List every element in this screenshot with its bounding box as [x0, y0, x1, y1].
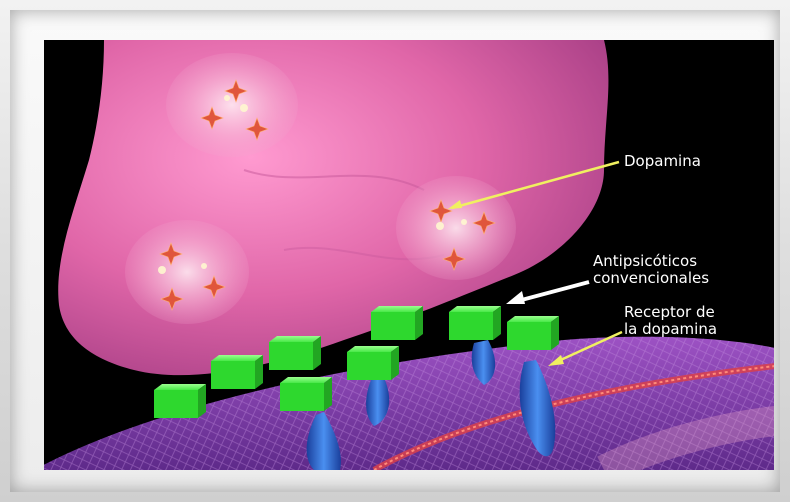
dopamine-label-text: Dopamina	[624, 153, 701, 170]
antipsychotic-block	[154, 384, 206, 418]
vesicle-left	[125, 220, 249, 324]
antipsychotic-arrow	[506, 282, 589, 304]
antipsychotics-label-line1: Antipsicóticos	[593, 253, 709, 270]
vesicle-top	[166, 53, 298, 157]
synapse-illustration: Dopamina Antipsicóticos convencionales R…	[44, 40, 774, 470]
antipsychotic-block	[507, 316, 559, 350]
antipsychotics-label-line2: convencionales	[593, 270, 709, 287]
antipsychotic-block	[280, 377, 332, 411]
receptor-label-line2: la dopamina	[624, 321, 717, 338]
antipsychotic-block	[269, 336, 321, 370]
receptor-label-line1: Receptor de	[624, 304, 717, 321]
antipsychotic-block	[449, 306, 501, 340]
receptor-label: Receptor de la dopamina	[624, 304, 717, 338]
antipsychotics-label: Antipsicóticos convencionales	[593, 253, 709, 287]
antipsychotic-block	[347, 346, 399, 380]
antipsychotic-block	[211, 355, 263, 389]
dopamine-label: Dopamina	[624, 153, 701, 170]
antipsychotic-block	[371, 306, 423, 340]
